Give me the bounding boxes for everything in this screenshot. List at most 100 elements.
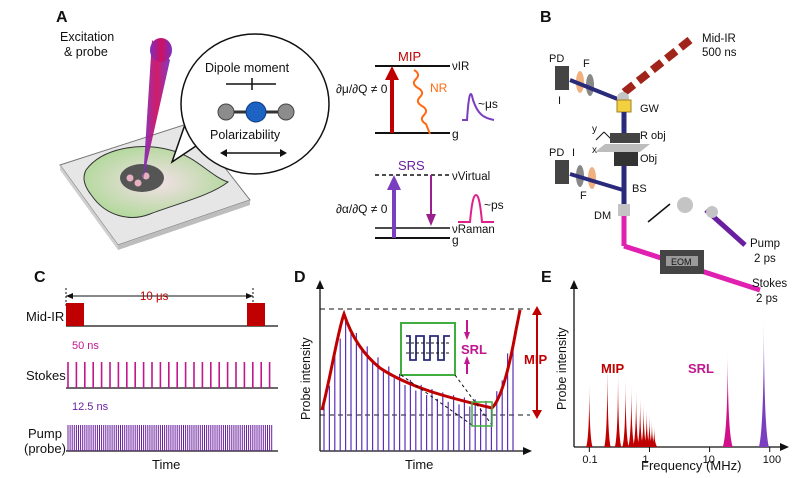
v-virtual-label: νVirtual: [452, 171, 490, 183]
srl-arrow-up: [464, 356, 470, 364]
stokes-duration: 2 ps: [756, 293, 778, 305]
arrow-head: [385, 66, 399, 80]
molecule-atom-center: [245, 101, 267, 123]
beam-top: [150, 38, 172, 62]
nr-wavy-arrow: [412, 69, 431, 135]
eom-top: [666, 256, 698, 266]
objective-lens: [614, 152, 638, 166]
e-y-label: Probe intensity: [555, 327, 569, 410]
spectrum-peak: [622, 376, 629, 447]
e-tick-label: 0.1: [582, 454, 597, 466]
inset-zoom-line: [400, 374, 473, 426]
pump-duration: 2 ps: [754, 253, 776, 265]
pump-pulse-train: [67, 425, 273, 451]
probe-label: & probe: [64, 45, 108, 59]
molecule-dot: [134, 179, 142, 187]
midir-label: Mid-IR: [702, 33, 736, 45]
mip-envelope: [320, 309, 522, 411]
beam-to-pd-top: [569, 78, 626, 104]
excitation-beam: [143, 40, 170, 180]
stokes-pulse-train: [67, 362, 271, 388]
e-spectrum-peaks: [586, 318, 769, 447]
srl-label: SRL: [461, 342, 487, 357]
v-raman-label: νRaman: [452, 224, 495, 236]
mip-label: MIP: [398, 49, 421, 64]
pd-bottom: [555, 160, 569, 184]
d-y-label: Probe intensity: [299, 337, 313, 420]
panel-b-letter: B: [540, 9, 552, 26]
srl-inset-pulses: [406, 335, 450, 361]
stokes-row-label: Stokes: [26, 368, 66, 383]
cell-nucleus: [120, 164, 164, 192]
spectrum-peak: [586, 381, 593, 447]
reflective-objective: [610, 133, 640, 143]
delay-mirror: [677, 197, 693, 213]
filter-bottom: [588, 167, 596, 189]
c-time-label: Time: [152, 457, 180, 472]
spectrum-peak: [614, 368, 622, 447]
nr-label: NR: [430, 81, 448, 95]
glass-slide-edge: [118, 200, 250, 250]
beam-to-pd-bottom: [569, 172, 624, 192]
molecule-atom-left: [217, 103, 235, 121]
arrow-head: [66, 293, 73, 299]
panel-d-letter: D: [294, 269, 306, 286]
arrow-head: [280, 149, 287, 157]
e-tick-label: 10: [703, 454, 715, 466]
period-label: 10 μs: [140, 291, 169, 303]
srs-equation: ∂α/∂Q ≠ 0: [336, 202, 388, 216]
obj-label: Obj: [640, 153, 657, 165]
d-x-axis-arrow: [523, 447, 532, 455]
pump-label: Pump: [750, 238, 780, 250]
e-x-axis-arrow: [780, 443, 789, 451]
e-mip-label: MIP: [601, 361, 624, 376]
us-label: ~μs: [478, 97, 498, 111]
eom-label: EOM: [671, 257, 692, 267]
e-tick-label: 1: [642, 454, 648, 466]
panel-a-letter: A: [56, 9, 68, 26]
molecule-dot: [126, 174, 134, 182]
pd-top: [555, 66, 569, 90]
panel-c: C 10 μs Mid-IR 50 ns Stokes 12.5 ns Pump…: [24, 269, 278, 472]
d-y-axis-arrow: [316, 280, 324, 289]
d-x-label: Time: [405, 457, 433, 472]
zoom-source-box: [471, 401, 493, 427]
f1-label: F: [583, 58, 590, 70]
excitation-label: Excitation: [60, 30, 114, 44]
sample-stage: [595, 144, 650, 152]
stokes-label: Stokes: [752, 278, 787, 290]
panel-b: B Mid-IR 500 ns PD F I GW y x R obj Obj: [540, 9, 787, 305]
i2-label: I: [572, 147, 575, 159]
pump-period-label: 12.5 ns: [72, 401, 109, 413]
arrow-head: [246, 293, 253, 299]
v-ir-label: νIR: [452, 61, 469, 73]
panel-c-letter: C: [34, 269, 46, 286]
probe-row-label: (probe): [24, 441, 66, 456]
delay-mirror-2: [706, 206, 718, 218]
f2-label: F: [580, 190, 587, 202]
pd2-label: PD: [549, 147, 564, 159]
spectrum-peak: [632, 388, 640, 447]
g-label-2: g: [452, 233, 459, 247]
e-srl-label: SRL: [688, 361, 714, 376]
srl-arrow-down: [464, 332, 470, 340]
x-label: x: [592, 145, 597, 156]
e-tick-label: 100: [763, 454, 781, 466]
panel-e-letter: E: [541, 269, 552, 286]
arrow-head: [426, 214, 436, 226]
polarizability-label: Polarizability: [210, 128, 281, 142]
pd1-label: PD: [549, 53, 564, 65]
stokes-period-label: 50 ns: [72, 340, 99, 352]
e-x-label: Frequency (MHz): [641, 458, 741, 473]
ps-label: ~ps: [484, 198, 504, 212]
mip-equation: ∂μ/∂Q ≠ 0: [336, 82, 388, 96]
inset-zoom-line-2: [454, 374, 493, 426]
dipole-label: Dipole moment: [205, 61, 290, 75]
midir-pulse-2: [247, 303, 265, 326]
spectrum-peak: [648, 420, 656, 447]
arrow-head: [387, 175, 401, 190]
pump-row-label: Pump: [28, 426, 62, 441]
probe-pulse-bars: [323, 316, 514, 451]
y-label: y: [592, 124, 597, 135]
